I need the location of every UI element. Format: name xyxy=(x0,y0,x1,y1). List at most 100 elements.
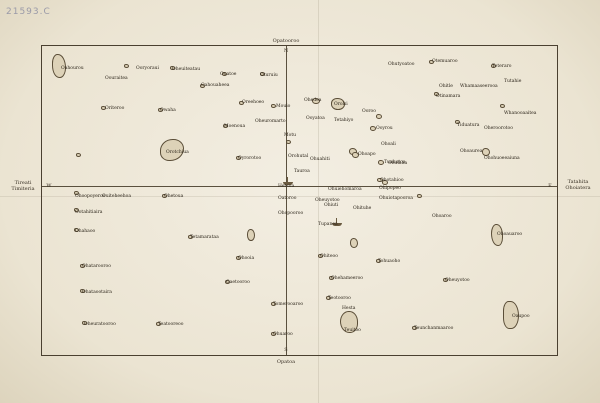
island-label: Ohahaoo xyxy=(75,229,96,234)
island-label: Moenoua xyxy=(224,124,246,129)
island-label: Oatoroo xyxy=(278,196,297,201)
ship-drawing xyxy=(332,218,342,226)
island-label: Oreehoeo xyxy=(242,100,265,105)
island-label: Ohipopeo xyxy=(379,186,401,191)
island-shape xyxy=(271,104,276,108)
south-label: Opatoa xyxy=(276,359,296,365)
north-letter: N xyxy=(283,48,289,54)
island-shape xyxy=(412,326,417,330)
island-label: Tetamarataa xyxy=(190,235,219,240)
island-label: Ohehameeroo xyxy=(331,276,363,281)
island-shape xyxy=(223,124,228,128)
island-label: Ohoauaroo xyxy=(497,232,523,237)
island-shape xyxy=(318,254,323,258)
island-shape xyxy=(162,194,167,198)
island-shape xyxy=(376,259,381,263)
island-label: Oheuratooroo xyxy=(84,322,116,327)
reference-mark: 21593.C xyxy=(6,7,51,17)
island-label: Ohataootaira xyxy=(82,290,112,295)
island-shape xyxy=(271,332,276,336)
island-shape xyxy=(503,301,519,329)
island-label: Whanooaaitea xyxy=(504,111,537,116)
island-label: Ohoapo xyxy=(358,152,376,157)
fold-line-vertical xyxy=(318,0,319,403)
island-label: Oaupoo xyxy=(512,314,530,319)
island-shape xyxy=(82,321,87,325)
island-shape xyxy=(236,256,241,260)
east-west-axis xyxy=(42,186,557,187)
island-label: Oyrorotoo xyxy=(238,156,262,161)
island-shape xyxy=(74,228,79,232)
island-label: Ohoopoyeroo xyxy=(75,194,106,199)
ship-drawing xyxy=(283,177,293,185)
west-label: Tireati Timiteria xyxy=(11,180,35,192)
island-label: Oheuromarto xyxy=(255,119,286,124)
island-shape xyxy=(286,140,291,144)
island-label: Ohuiotapooroa xyxy=(379,196,413,201)
island-label: Ohuiehomaroa xyxy=(328,187,362,192)
island-label: Mouio xyxy=(276,104,291,109)
island-label: Ooryoraui xyxy=(136,66,159,71)
island-label: Oturuiu xyxy=(260,73,278,78)
island-shape xyxy=(443,278,448,282)
island-shape xyxy=(160,139,184,161)
island-shape xyxy=(352,152,359,158)
island-shape xyxy=(236,156,241,160)
island-label: Ohetoua xyxy=(164,194,184,199)
island-label: Ooyatoa xyxy=(306,116,325,121)
island-shape xyxy=(188,235,193,239)
island-shape xyxy=(482,148,490,156)
map-frame: Oahourou Ooryoraui Oouraitea Ouatoe Otur… xyxy=(41,38,558,365)
island-label: Tuahutoa xyxy=(384,160,406,165)
island-label: Teteraro xyxy=(492,64,512,69)
island-shape xyxy=(271,302,276,306)
island-shape xyxy=(329,276,334,280)
island-shape xyxy=(500,104,505,108)
island-shape xyxy=(429,60,434,64)
island-shape xyxy=(200,84,205,88)
island-label: Ohooia xyxy=(238,256,255,261)
island-label: Oheroorotoo xyxy=(484,126,513,131)
island-label: Orolsi xyxy=(334,102,348,107)
island-shape xyxy=(326,296,331,300)
island-label: Teatooreoo xyxy=(158,322,184,327)
island-label: Ohatarooroo xyxy=(82,264,111,269)
island-label: Ooyrou xyxy=(376,126,393,131)
island-label: Ohituhe xyxy=(353,206,372,211)
island-label: Ouiteheehoa xyxy=(102,194,132,199)
island-label: Oaetooroo xyxy=(226,280,250,285)
island-label: Ohoaroo xyxy=(432,214,452,219)
island-shape xyxy=(124,64,129,68)
island-label: Hetsua xyxy=(278,184,295,189)
island-shape xyxy=(350,238,358,248)
island-label: Ohulaha xyxy=(388,161,408,166)
island-shape xyxy=(76,153,81,157)
west-letter: W xyxy=(46,183,52,189)
island-label: Orotchiua xyxy=(166,150,189,155)
island-shape xyxy=(340,311,358,333)
island-label: Oheuiteatau xyxy=(172,67,201,72)
island-label: Ohuaroo xyxy=(273,332,293,337)
island-label: Whamaaseerooa xyxy=(460,84,498,89)
island-shape xyxy=(225,280,230,284)
island-label: Ohiuti xyxy=(324,203,339,208)
island-label: Ooroo xyxy=(362,109,376,114)
island-label: Owaha xyxy=(160,108,176,113)
island-shape xyxy=(80,264,85,268)
island-shape xyxy=(491,224,503,246)
island-label: Tetahiyo xyxy=(334,118,354,123)
island-label: Ouatoe xyxy=(220,72,237,77)
island-label: Ohotahioo xyxy=(380,178,404,183)
island-label: Oahouaheea xyxy=(201,83,230,88)
island-label: Ohopooroo xyxy=(278,211,304,216)
island-label: Tauroa xyxy=(294,169,310,174)
east-label: Tatahita Ohoiatera xyxy=(565,179,591,191)
island-shape xyxy=(158,108,163,112)
island-label: Teotooroo xyxy=(328,296,351,301)
island-label: Otinamara xyxy=(436,94,461,99)
island-shape xyxy=(156,322,161,326)
island-shape xyxy=(382,180,388,185)
island-shape xyxy=(74,191,79,195)
island-label: Motu xyxy=(284,133,297,138)
